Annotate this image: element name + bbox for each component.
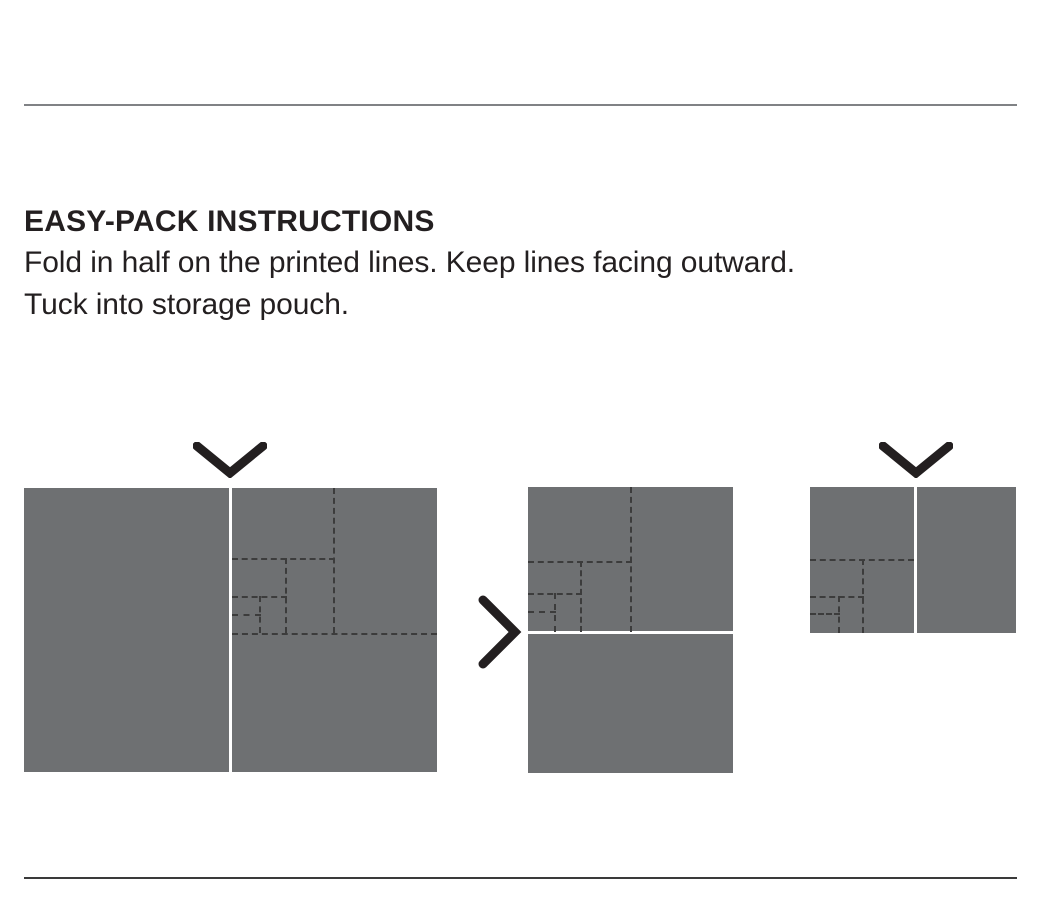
chevron-down-icon-step-1 — [193, 442, 267, 478]
page-title: EASY-PACK INSTRUCTIONS — [24, 205, 435, 238]
print-line-v2-step-2 — [580, 561, 582, 632]
towel-step-3 — [810, 487, 1016, 633]
crease-horizontal-step-2 — [528, 631, 733, 634]
print-line-v2-step-1 — [285, 558, 287, 633]
print-line-v1-step-1 — [333, 488, 335, 633]
divider-top — [24, 104, 1017, 106]
chevron-down-icon-step-3 — [879, 442, 953, 478]
instruction-line-1: Fold in half on the printed lines. Keep … — [24, 246, 796, 280]
towel-step-1: Matador — [24, 488, 437, 772]
chevron-right-icon-step-transition — [478, 595, 522, 669]
instruction-copy-block: EASY-PACK INSTRUCTIONS Fold in half on t… — [24, 203, 1024, 325]
print-line-v1-step-2 — [630, 487, 632, 632]
divider-bottom — [24, 877, 1017, 879]
print-line-h3-step-2 — [528, 611, 556, 613]
print-line-h4-step-1 — [232, 633, 437, 635]
print-line-h1-step-1 — [232, 558, 335, 560]
print-line-h2-step-3 — [810, 596, 864, 598]
print-line-h3-step-1 — [232, 614, 261, 616]
towel-step-2 — [528, 487, 733, 773]
print-line-h3-step-3 — [810, 613, 840, 615]
crease-vertical-step-3 — [914, 487, 917, 633]
instruction-line-2: Tuck into storage pouch. — [24, 288, 350, 322]
crease-vertical-step-1 — [229, 488, 232, 772]
